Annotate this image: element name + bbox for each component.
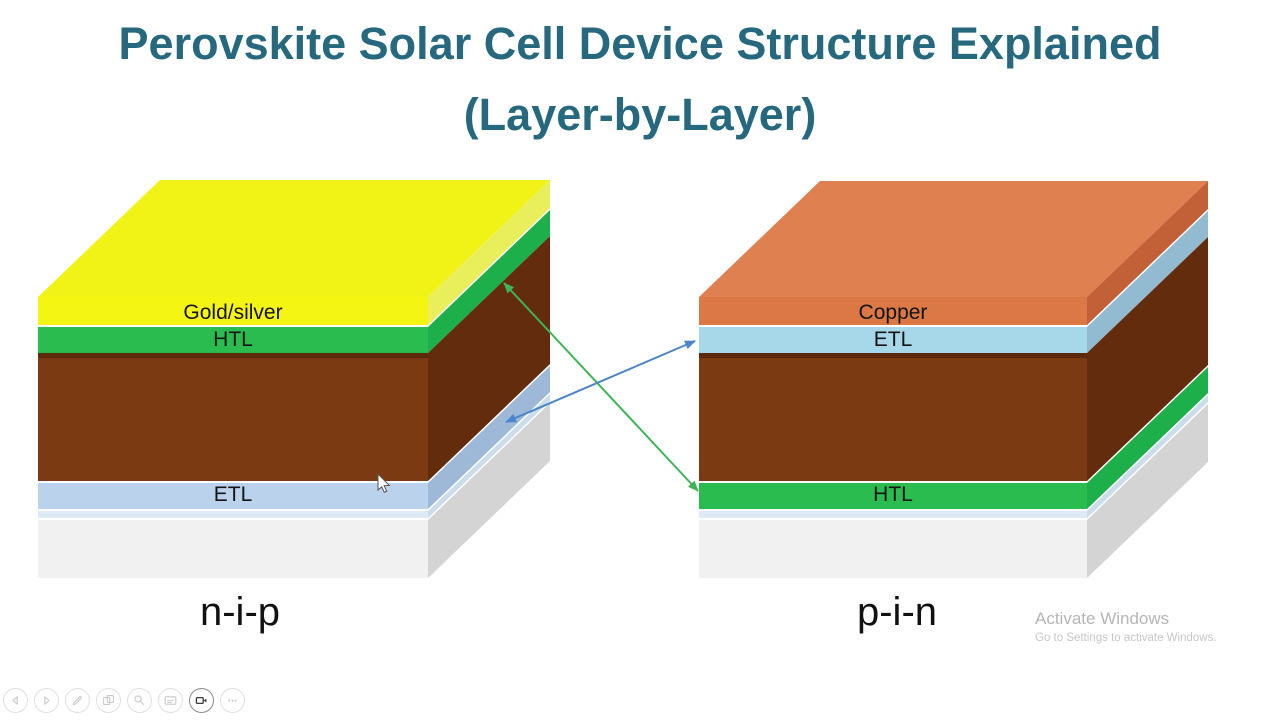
more-options-button[interactable] <box>220 688 245 713</box>
nip-electrode-front-face <box>38 297 428 325</box>
activate-windows-subtitle: Go to Settings to activate Windows. <box>1035 632 1217 644</box>
nip-htl-label: HTL <box>213 328 253 351</box>
previous-slide-button[interactable] <box>3 688 28 713</box>
nip-caption: n-i-p <box>199 590 281 634</box>
pin-substrate-front-face <box>699 520 1087 578</box>
pen-icon <box>72 696 82 706</box>
slide-title-line1: Perovskite Solar Cell Device Structure E… <box>118 18 1162 69</box>
pin-htl-side-face <box>1087 367 1208 509</box>
pin-absorber-side-face <box>1087 237 1208 481</box>
activate-windows-title: Activate Windows <box>1035 609 1170 628</box>
nip-electrode-label: Gold/silver <box>183 301 282 324</box>
magnifier-icon <box>134 695 145 706</box>
pin-electrode-side-face <box>1087 181 1208 325</box>
pin-htl-label: HTL <box>873 483 913 506</box>
pin-absorber-front-face <box>699 353 1087 481</box>
etl-swap-arrow <box>505 340 696 423</box>
pin-buffer-side-face <box>1087 395 1208 518</box>
mouse-cursor <box>377 472 391 493</box>
nip-etl-front-face <box>38 483 428 509</box>
nip-substrate-front-face <box>38 520 428 578</box>
pin-absorber-top-lip <box>699 353 1087 358</box>
presenter-toolbar <box>3 688 245 713</box>
pin-caption: p-i-n <box>856 590 938 634</box>
pin-etl-label: ETL <box>874 328 913 351</box>
nip-absorber-top-lip <box>38 353 428 358</box>
left-triangle-icon <box>12 696 18 705</box>
slide-title: Perovskite Solar Cell Device Structure E… <box>0 8 1280 150</box>
pin-etl-front-face <box>699 327 1087 353</box>
pin-substrate-side-face <box>1087 404 1208 578</box>
nip-buffer-front-face <box>38 511 428 518</box>
activate-windows-watermark: Activate Windows Go to Settings to activ… <box>1035 610 1217 645</box>
slides-grid-icon <box>103 695 114 705</box>
pin-htl-front-face <box>699 483 1087 509</box>
pin-electrode-front-face <box>699 297 1087 325</box>
captions-icon <box>164 696 177 705</box>
nip-electrode-side-face <box>428 180 550 325</box>
nip-htl-side-face <box>428 210 550 353</box>
slide-title-line2: (Layer-by-Layer) <box>463 89 817 140</box>
pin-buffer-front-face <box>699 511 1087 518</box>
next-slide-button[interactable] <box>34 688 59 713</box>
all-slides-button[interactable] <box>96 688 121 713</box>
pin-stack: Copper ETL HTL <box>699 181 1208 578</box>
camera-icon <box>195 696 207 705</box>
pin-etl-side-face <box>1087 211 1208 353</box>
nip-electrode-top-face <box>38 180 550 297</box>
pen-button[interactable] <box>65 688 90 713</box>
right-triangle-icon <box>44 696 50 705</box>
zoom-button[interactable] <box>127 688 152 713</box>
nip-etl-label: ETL <box>214 483 253 506</box>
pin-electrode-top-face <box>699 181 1208 297</box>
nip-htl-front-face <box>38 327 428 353</box>
nip-stack: Gold/silver HTL ETL <box>38 180 550 578</box>
camera-button[interactable] <box>189 688 214 713</box>
nip-absorber-front-face <box>38 353 428 481</box>
pin-electrode-label: Copper <box>859 301 928 324</box>
ellipsis-icon <box>228 699 237 702</box>
captions-button[interactable] <box>158 688 183 713</box>
